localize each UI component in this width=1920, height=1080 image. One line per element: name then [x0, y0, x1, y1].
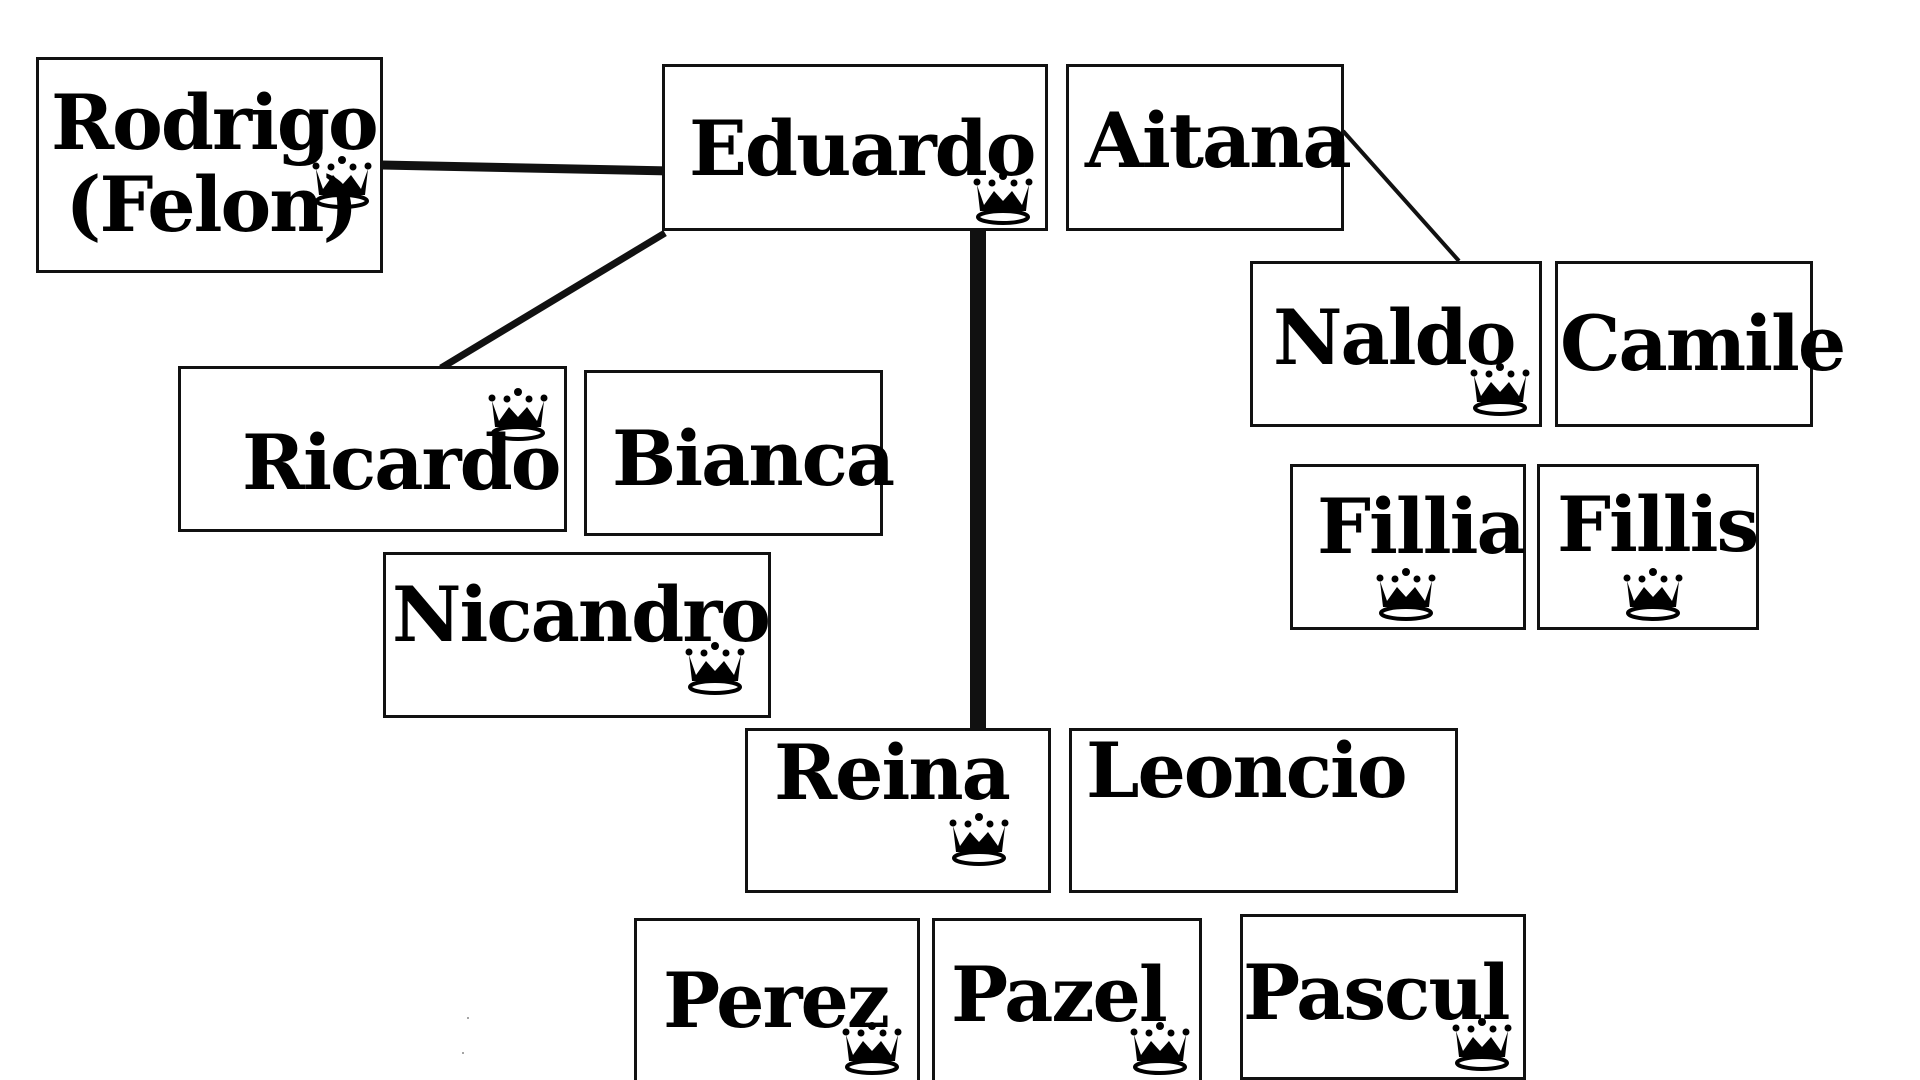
- person-name: Rodrigo (Felon): [51, 78, 379, 250]
- stray-mark: [462, 1052, 464, 1054]
- person-node-fillia: Fillia: [1290, 464, 1526, 630]
- person-name: Perez: [663, 956, 890, 1045]
- person-name: Pazel: [951, 950, 1168, 1039]
- person-node-leoncio: Leoncio: [1069, 728, 1458, 893]
- person-name: Reina: [774, 728, 1011, 817]
- person-node-camile: Camile: [1555, 261, 1846, 427]
- name-line: Rodrigo: [51, 78, 379, 167]
- person-node-ricardo: Ricardo: [178, 366, 567, 532]
- person-name: Nicandro: [392, 570, 771, 659]
- crown-icon: [946, 812, 1012, 866]
- person-node-perez: Perez: [634, 918, 920, 1080]
- crown-icon: [1620, 567, 1686, 621]
- person-node-pazel: Pazel: [932, 918, 1202, 1080]
- person-node-nicandro: Nicandro: [383, 552, 771, 718]
- person-node-fillis: Fillis: [1537, 464, 1759, 630]
- note-line: (Felon): [65, 160, 359, 250]
- person-name: Bianca: [612, 414, 895, 503]
- crown-icon: [682, 641, 748, 695]
- crown-icon: [1127, 1021, 1193, 1075]
- crown-icon: [839, 1021, 905, 1075]
- person-node-rodrigo: Rodrigo (Felon): [36, 57, 383, 273]
- person-name: Camile: [1560, 299, 1846, 388]
- person-name: Aitana: [1085, 96, 1352, 185]
- crown-icon: [970, 171, 1036, 225]
- person-node-eduardo: Eduardo: [662, 64, 1048, 231]
- person-node-pascul: Pascul: [1240, 914, 1526, 1080]
- crown-icon: [485, 387, 551, 441]
- person-name: Pascul: [1243, 948, 1511, 1037]
- person-name: Fillia: [1317, 482, 1526, 571]
- person-node-bianca: Bianca: [584, 370, 895, 536]
- stray-mark: [467, 1017, 469, 1019]
- crown-icon: [1449, 1017, 1515, 1071]
- crown-icon: [1467, 362, 1533, 416]
- crown-icon: [309, 155, 375, 209]
- person-name: Naldo: [1273, 293, 1516, 382]
- person-node-reina: Reina: [745, 728, 1051, 893]
- connection-eduardo-ricardo: [439, 230, 667, 371]
- connection-aitana-naldo: [1341, 129, 1461, 263]
- person-name: Fillis: [1557, 480, 1759, 569]
- connection-rodrigo-eduardo: [381, 160, 673, 176]
- person-node-aitana: Aitana: [1066, 64, 1352, 231]
- person-name: Leoncio: [1086, 726, 1408, 815]
- person-node-naldo: Naldo: [1250, 261, 1542, 427]
- crown-icon: [1373, 567, 1439, 621]
- person-name: Eduardo: [689, 104, 1036, 193]
